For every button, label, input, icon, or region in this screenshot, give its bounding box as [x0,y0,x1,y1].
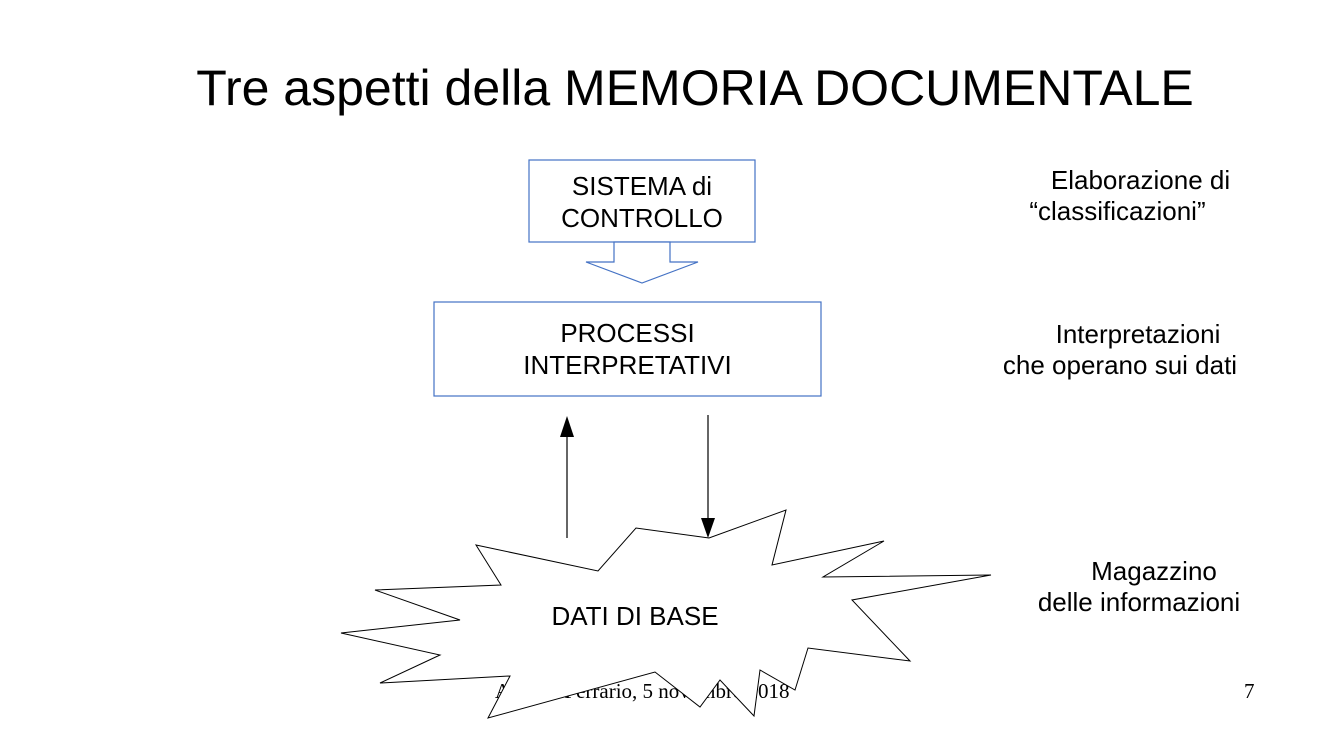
data-burst-label: DATI DI BASE [551,601,719,631]
control-box [528,159,756,243]
up-arrow-head [560,416,574,437]
process-box-label-line1: PROCESSI [560,318,695,348]
process-box [433,301,822,397]
note-data: Magazzino delle informazioni [1015,556,1263,618]
page-number: 7 [1244,679,1255,703]
note-process-line1: Interpretazioni [1055,319,1221,349]
down-arrow-head [701,518,715,538]
process-box-label-line2: INTERPRETATIVI [523,350,732,380]
slide-title: Tre aspetti della MEMORIA DOCUMENTALE [196,60,1194,116]
note-control: Elaborazione di “classificazioni” [1000,165,1275,227]
note-control-line1: Elaborazione di [1050,165,1231,195]
note-data-line1: Magazzino [1091,556,1217,586]
note-process: Interpretazioni che operano sui dati [980,319,1260,381]
process-box-label: PROCESSI INTERPRETATIVI [434,317,821,381]
data-burst-shape [340,509,992,719]
control-box-label-line1: SISTEMA di [571,171,713,201]
control-down-arrow [585,241,699,284]
note-data-line2: delle informazioni [1037,587,1241,617]
control-box-label: SISTEMA di CONTROLLO [529,170,755,234]
note-control-line2: “classificazioni” [1029,196,1206,226]
control-box-label-line2: CONTROLLO [561,203,723,233]
note-process-line2: che operano sui dati [1002,350,1238,380]
